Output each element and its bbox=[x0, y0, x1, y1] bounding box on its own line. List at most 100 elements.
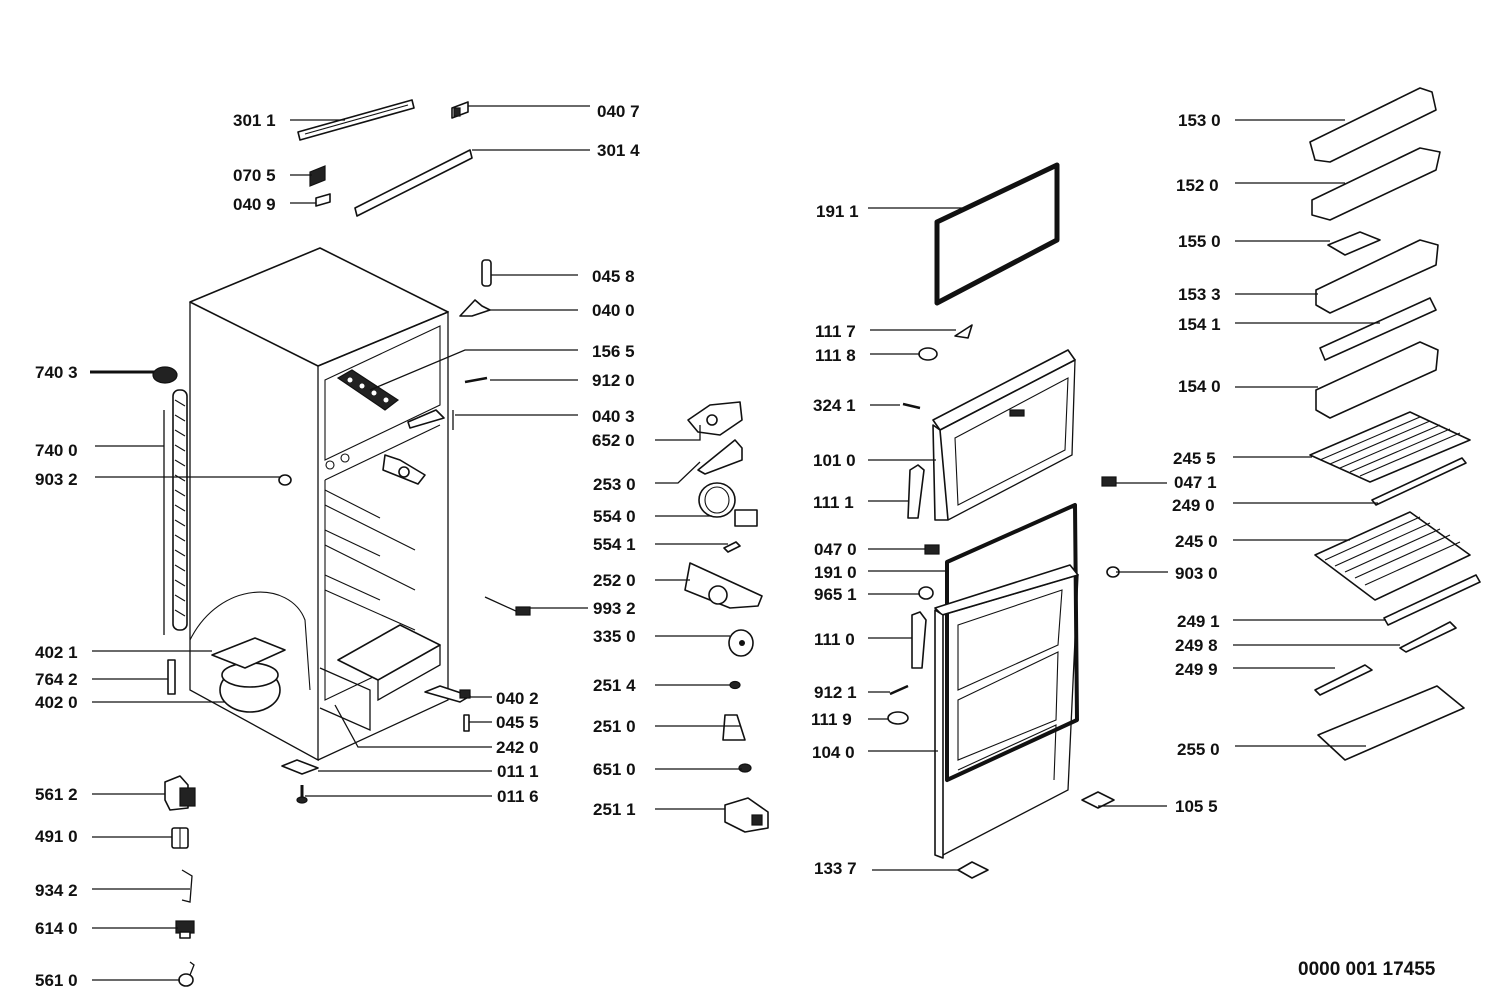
part-912-0-screw bbox=[464, 376, 488, 384]
callout-070-5: 070 5 bbox=[233, 166, 276, 185]
part-047-0-hinge bbox=[924, 544, 940, 555]
part-133-7-foot bbox=[957, 861, 989, 879]
leader-lines bbox=[90, 105, 1400, 981]
callout-040-0: 040 0 bbox=[592, 301, 635, 320]
part-255-0-glass-shelf bbox=[1317, 685, 1465, 761]
part-040-2-hinge bbox=[424, 685, 471, 703]
part-191-0-gasket bbox=[945, 503, 1079, 782]
part-cabinet-body bbox=[189, 247, 449, 762]
callout-101-0: 101 0 bbox=[813, 451, 856, 470]
callout-040-9: 040 9 bbox=[233, 195, 276, 214]
callout-156-5: 156 5 bbox=[592, 342, 635, 361]
callout-764-2: 764 2 bbox=[35, 670, 78, 689]
callout-040-3: 040 3 bbox=[592, 407, 635, 426]
part-561-0-thermal-protector bbox=[178, 961, 195, 987]
part-252-0-light-cover bbox=[684, 562, 763, 609]
part-047-1-hinge bbox=[1101, 476, 1117, 487]
callout-652-0: 652 0 bbox=[592, 431, 635, 450]
part-070-5-bracket bbox=[309, 165, 326, 187]
callout-324-1: 324 1 bbox=[813, 396, 856, 415]
callout-402-0: 402 0 bbox=[35, 693, 78, 712]
part-251-0-bracket bbox=[722, 714, 746, 741]
part-301-4-rail bbox=[354, 149, 473, 217]
callout-047-1: 047 1 bbox=[1174, 473, 1217, 492]
part-drawings bbox=[90, 87, 1481, 987]
part-554-0-fan-ring bbox=[698, 482, 758, 527]
callout-934-2: 934 2 bbox=[35, 881, 78, 900]
part-153-0-dairy-cover bbox=[1309, 87, 1437, 163]
callout-111-7: 111 7 bbox=[815, 322, 856, 341]
part-251-4-lamp bbox=[729, 680, 741, 690]
callout-242-0: 242 0 bbox=[496, 738, 539, 757]
part-191-1-gasket bbox=[934, 162, 1060, 306]
callout-740-0: 740 0 bbox=[35, 441, 78, 460]
callout-402-1: 402 1 bbox=[35, 643, 78, 662]
part-040-7-clip bbox=[451, 101, 469, 119]
part-903-2-screw bbox=[278, 474, 292, 486]
part-111-0-handle bbox=[911, 611, 927, 669]
callout-251-1: 251 1 bbox=[593, 800, 636, 819]
callout-912-0: 912 0 bbox=[592, 371, 635, 390]
callout-111-1: 111 1 bbox=[813, 493, 854, 512]
callout-111-9: 111 9 bbox=[811, 710, 852, 729]
callout-153-0: 153 0 bbox=[1178, 111, 1221, 130]
part-251-1-light-unit bbox=[724, 797, 769, 833]
part-tube bbox=[189, 591, 311, 691]
part-561-2-relay bbox=[164, 775, 196, 811]
part-105-5-foot bbox=[1081, 791, 1115, 809]
callout-252-0: 252 0 bbox=[593, 571, 636, 590]
callout-965-1: 965 1 bbox=[814, 585, 857, 604]
callout-105-5: 105 5 bbox=[1175, 797, 1218, 816]
callout-561-2: 561 2 bbox=[35, 785, 78, 804]
part-156-5-ice-tray bbox=[336, 369, 400, 411]
callout-133-7: 133 7 bbox=[814, 859, 857, 878]
part-045-8-pin bbox=[481, 259, 492, 287]
part-152-0-dairy-bin bbox=[1311, 147, 1441, 221]
callout-047-0: 047 0 bbox=[814, 540, 857, 559]
part-740-0-condenser bbox=[163, 389, 188, 635]
callout-153-3: 153 3 bbox=[1178, 285, 1221, 304]
callout-245-5: 245 5 bbox=[1173, 449, 1216, 468]
part-111-9-cap bbox=[887, 711, 909, 725]
callout-993-2: 993 2 bbox=[593, 599, 636, 618]
part-301-1-top-rail bbox=[297, 99, 415, 141]
callout-491-0: 491 0 bbox=[35, 827, 78, 846]
callout-903-0: 903 0 bbox=[1175, 564, 1218, 583]
callout-011-6: 011 6 bbox=[497, 787, 539, 806]
callout-251-0: 251 0 bbox=[593, 717, 636, 736]
callout-255-0: 255 0 bbox=[1177, 740, 1220, 759]
part-153-3-bin bbox=[1315, 239, 1439, 314]
document-number: 0000 001 17455 bbox=[1298, 959, 1436, 980]
part-965-1-cap bbox=[918, 586, 934, 600]
part-249-8-support bbox=[1399, 621, 1457, 653]
callout-111-8: 111 8 bbox=[815, 346, 856, 365]
part-993-2-sensor bbox=[484, 596, 531, 616]
part-154-1-bottle-rack bbox=[1319, 297, 1437, 361]
callout-011-1: 011 1 bbox=[497, 762, 539, 781]
part-111-1-handle bbox=[907, 464, 925, 519]
callout-651-0: 651 0 bbox=[593, 760, 636, 779]
part-764-2-filter bbox=[167, 659, 176, 695]
part-111-8-cap bbox=[918, 347, 938, 361]
part-740-3-probe bbox=[90, 366, 178, 384]
part-491-0-capacitor bbox=[171, 827, 189, 849]
callout-155-0: 155 0 bbox=[1178, 232, 1221, 251]
callout-111-0: 111 0 bbox=[814, 630, 855, 649]
part-651-0-bulb bbox=[738, 763, 752, 773]
part-thermostat-housing bbox=[382, 454, 426, 485]
callout-245-0: 245 0 bbox=[1175, 532, 1218, 551]
callout-249-1: 249 1 bbox=[1177, 612, 1220, 631]
callout-561-0: 561 0 bbox=[35, 971, 78, 990]
part-652-0-thermostat bbox=[687, 401, 743, 436]
part-111-7-cap bbox=[954, 324, 973, 339]
callout-249-8: 249 8 bbox=[1175, 636, 1218, 655]
callout-191-0: 191 0 bbox=[814, 563, 857, 582]
part-245-5-wire-shelf bbox=[1309, 411, 1471, 483]
part-249-1-trim bbox=[1383, 574, 1481, 626]
part-040-0-hinge bbox=[459, 299, 491, 317]
callout-903-2: 903 2 bbox=[35, 470, 78, 489]
callout-191-1: 191 1 bbox=[816, 202, 859, 221]
part-402-0-compressor bbox=[211, 637, 286, 713]
part-011-1-plate bbox=[281, 759, 319, 775]
part-249-9-support bbox=[1314, 664, 1373, 696]
